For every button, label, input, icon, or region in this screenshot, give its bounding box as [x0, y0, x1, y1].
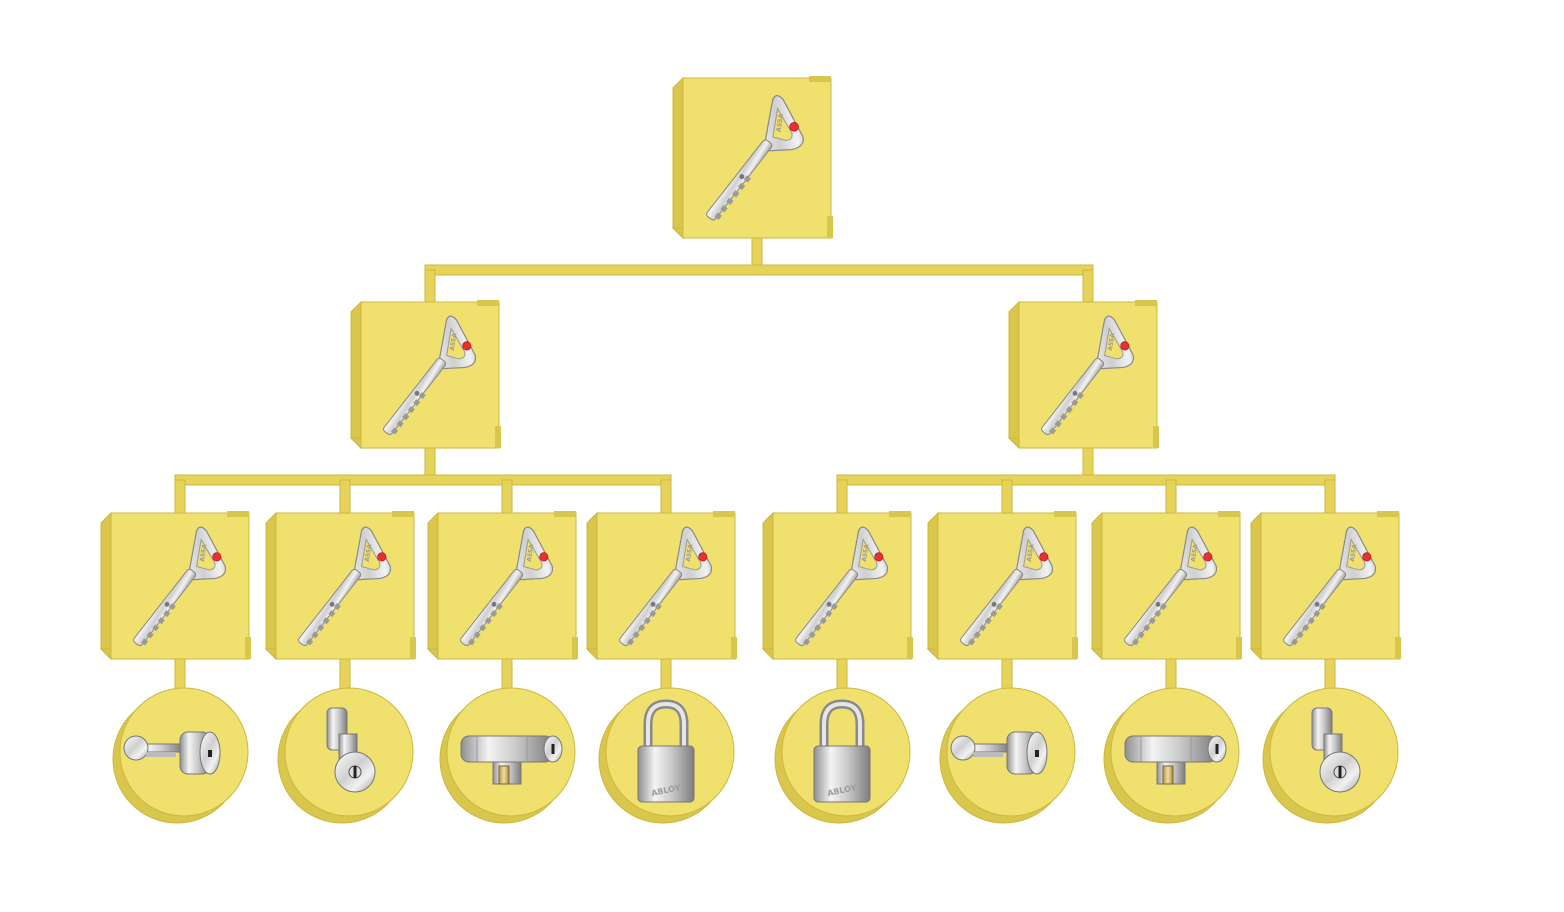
connector-line — [1165, 658, 1177, 693]
user-key-6-box: ASSA — [926, 511, 1078, 661]
key-icon: ASSA — [1041, 315, 1135, 436]
connector-line — [174, 658, 186, 693]
key-icon: ASSA — [1283, 526, 1377, 647]
connector-line — [1324, 658, 1336, 693]
connector-line — [660, 479, 672, 514]
lock-node-8 — [1262, 687, 1399, 824]
connector-line — [836, 658, 848, 693]
connector-line — [1324, 479, 1336, 514]
grand-master-key-box: ASSA — [671, 76, 833, 240]
svg-text:ASSA: ASSA — [685, 543, 694, 562]
connector-line — [424, 264, 1094, 276]
user-key-3-box: ASSA — [426, 511, 578, 661]
user-key-1-box: ASSA — [99, 511, 251, 661]
connector-line — [501, 658, 513, 693]
user-key-7-box: ASSA — [1090, 511, 1242, 661]
key-icon: ASSA — [619, 526, 713, 647]
svg-text:ASSA: ASSA — [1190, 543, 1199, 562]
euro-cylinder-icon — [1124, 735, 1227, 785]
knob-cylinder-icon — [950, 731, 1048, 775]
connector-line — [339, 658, 351, 693]
user-key-2-box: ASSA — [264, 511, 416, 661]
key-icon: ASSA — [795, 526, 889, 647]
connector-line — [660, 658, 672, 693]
lock-node-5: ABLOY — [774, 687, 911, 824]
svg-text:ASSA: ASSA — [364, 543, 373, 562]
cam-lock-icon — [1311, 707, 1361, 793]
connector-line — [339, 479, 351, 514]
key-icon: ASSA — [383, 315, 477, 436]
svg-text:ASSA: ASSA — [449, 332, 458, 351]
key-icon: ASSA — [960, 526, 1054, 647]
user-key-5-box: ASSA — [761, 511, 913, 661]
lock-node-4: ABLOY — [598, 687, 735, 824]
lock-node-6 — [939, 687, 1076, 824]
padlock-icon: ABLOY — [637, 699, 695, 803]
master-key-1-box: ASSA — [349, 300, 501, 450]
cam-lock-icon — [326, 707, 376, 793]
lock-node-3 — [439, 687, 576, 824]
svg-text:ASSA: ASSA — [776, 113, 786, 132]
key-icon: ASSA — [298, 526, 392, 647]
connector-line — [836, 474, 1336, 486]
connector-line — [174, 474, 672, 486]
connector-line — [174, 479, 186, 514]
lock-nodes: ABLOY ABLOY — [112, 687, 1399, 824]
connector-line — [1001, 658, 1013, 693]
svg-text:ASSA: ASSA — [199, 543, 208, 562]
svg-text:ASSA: ASSA — [526, 543, 535, 562]
lock-node-7 — [1103, 687, 1240, 824]
key-icon: ASSA — [706, 94, 804, 221]
lock-node-1 — [112, 687, 249, 824]
connector-line — [1082, 269, 1094, 303]
hierarchy-nodes: ASSA ASSA ASSA ASSA ASSA ASSA ASSA ASSA ASSA ASSA… — [99, 76, 1401, 661]
connector-line — [1165, 479, 1177, 514]
svg-text:ASSA: ASSA — [861, 543, 870, 562]
svg-text:ASSA: ASSA — [1349, 543, 1358, 562]
padlock-icon: ABLOY — [813, 699, 871, 803]
master-key-2-box: ASSA — [1007, 300, 1159, 450]
euro-cylinder-icon — [460, 735, 563, 785]
svg-text:ASSA: ASSA — [1107, 332, 1116, 351]
connector-line — [424, 269, 436, 303]
key-icon: ASSA — [1124, 526, 1218, 647]
user-key-4-box: ASSA — [585, 511, 737, 661]
key-icon: ASSA — [133, 526, 227, 647]
connector-lines — [174, 237, 1336, 693]
svg-text:ASSA: ASSA — [1026, 543, 1035, 562]
key-icon: ASSA — [460, 526, 554, 647]
connector-line — [501, 479, 513, 514]
connector-line — [836, 479, 848, 514]
user-key-8-box: ASSA — [1249, 511, 1401, 661]
knob-cylinder-icon — [123, 731, 221, 775]
connector-line — [1001, 479, 1013, 514]
lock-node-2 — [277, 687, 414, 824]
